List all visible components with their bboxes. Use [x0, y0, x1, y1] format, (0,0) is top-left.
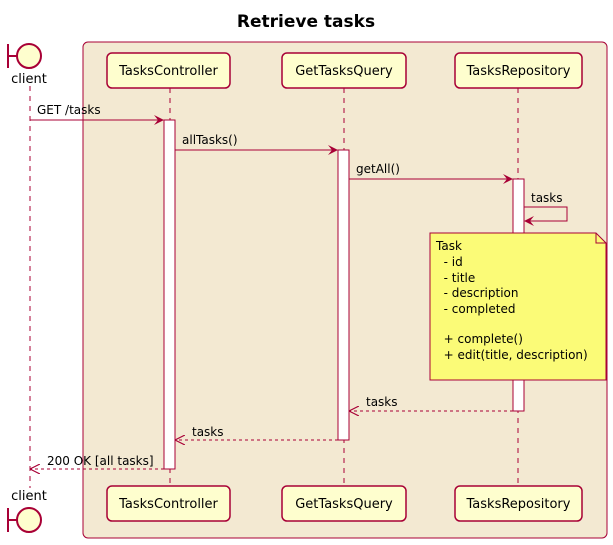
message-return-tasks-query: tasks [350, 395, 513, 411]
client-label-top: client [11, 72, 47, 87]
participant-controller-top: TasksController [106, 52, 231, 89]
message-all-tasks: allTasks() [175, 133, 338, 155]
note-line: Task [435, 239, 462, 253]
participant-label: TasksController [118, 497, 218, 512]
message-label: getAll() [356, 162, 400, 176]
message-200-ok: 200 OK [all tasks] [31, 454, 164, 469]
boundary-icon [7, 507, 42, 533]
participant-query-top: GetTasksQuery [281, 52, 407, 89]
note-line: + edit(title, description) [436, 348, 588, 362]
message-label: allTasks() [182, 133, 238, 147]
message-self-tasks: tasks [524, 191, 568, 226]
participant-label: TasksController [118, 64, 218, 79]
participant-query-bottom: GetTasksQuery [281, 485, 407, 522]
participant-controller-bottom: TasksController [106, 485, 231, 522]
participant-repository-bottom: TasksRepository [454, 485, 583, 522]
participant-label: GetTasksQuery [295, 497, 393, 512]
diagram-title: Retrieve tasks [237, 12, 375, 32]
message-get-tasks: GET /tasks [30, 103, 164, 125]
participant-label: GetTasksQuery [295, 64, 393, 79]
query-activation [337, 149, 350, 441]
note-line: + complete() [436, 332, 523, 346]
message-label: 200 OK [all tasks] [47, 454, 154, 468]
message-label: tasks [531, 191, 563, 205]
note-line: - completed [436, 302, 515, 316]
note-line: - id [436, 255, 463, 269]
message-get-all: getAll() [349, 162, 513, 184]
task-note: Task - id - title - description - comple… [429, 232, 607, 381]
participant-label: TasksRepository [466, 497, 571, 512]
controller-activation [163, 119, 176, 470]
boundary-icon [7, 43, 42, 69]
client-label-bottom: client [11, 489, 47, 504]
message-label: GET /tasks [37, 103, 101, 117]
note-line: - description [436, 286, 519, 300]
participant-label: TasksRepository [466, 64, 571, 79]
message-return-tasks-controller: tasks [176, 425, 338, 440]
participant-repository-top: TasksRepository [454, 52, 583, 89]
message-label: tasks [366, 395, 398, 409]
message-label: tasks [192, 425, 224, 439]
note-line: - title [436, 271, 475, 285]
